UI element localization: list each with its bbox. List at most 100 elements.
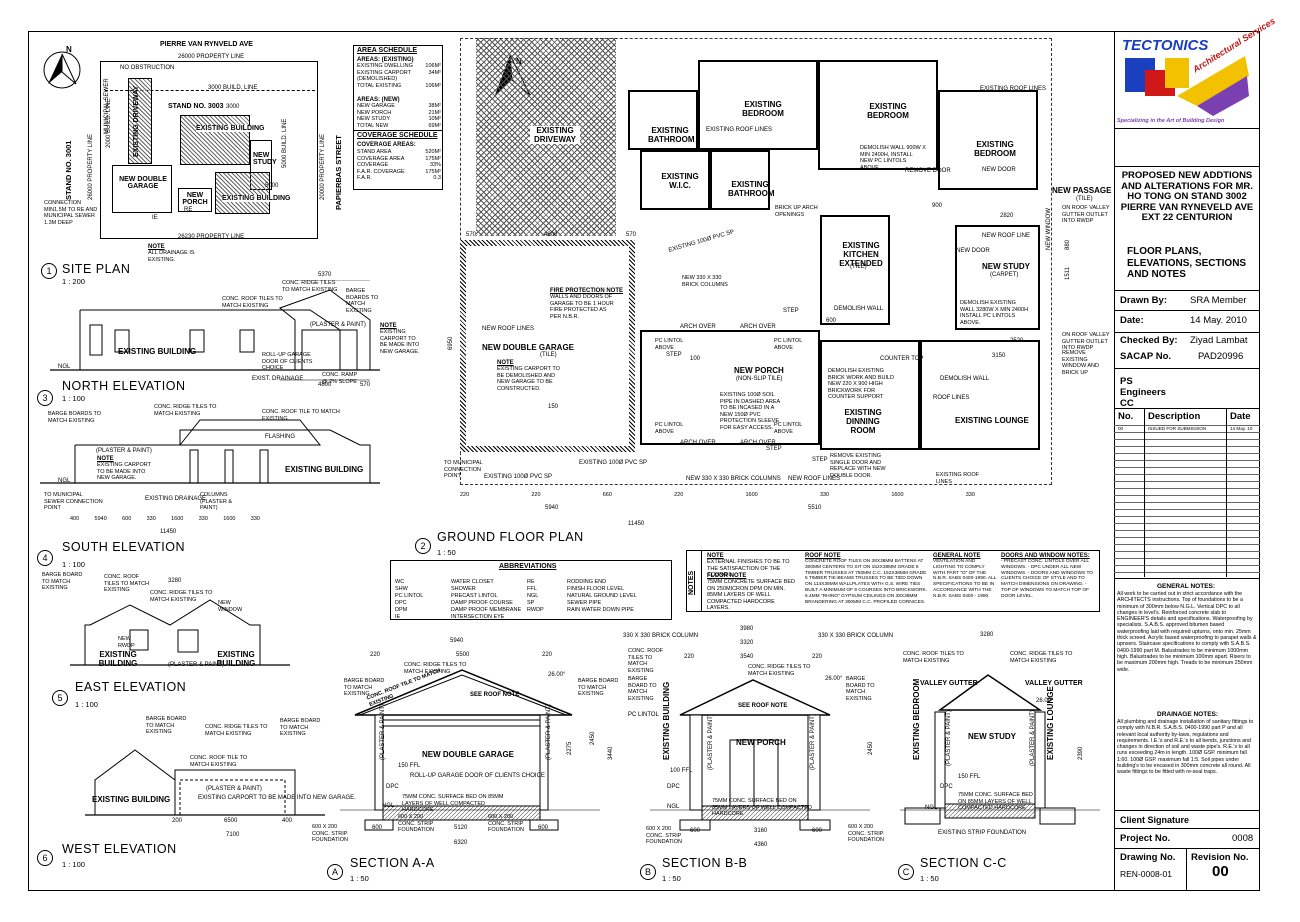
area-existing-row: EXISTING CARPORT (DEMOLISHED)34M² (357, 70, 441, 83)
area-new-value: 10M² (428, 116, 441, 122)
dim-3000: 3000 (226, 104, 240, 110)
area-existing-value: 106M² (425, 82, 441, 89)
site-new-garage (112, 165, 172, 213)
abbr-value: RAIN WATER DOWN PIPE (567, 607, 634, 613)
section-c-title: SECTION C-C (920, 856, 1007, 870)
area-new-value: 69M² (428, 122, 441, 129)
dim-5000: 5000 (265, 183, 279, 189)
dimension: 400 (70, 516, 80, 522)
dimension: 660 (602, 492, 612, 498)
room-existing-bedroom-3 (938, 90, 1038, 190)
area-new-name: TOTAL NEW (357, 122, 389, 129)
rev-cell: ISSUED FOR SUBMISSION (1148, 426, 1207, 431)
dimension: 330 (819, 492, 830, 498)
north-elevation-title: NORTH ELEVATION (62, 379, 186, 393)
area-existing-name: EXISTING DWELLING (357, 63, 413, 69)
sheet-border (28, 31, 1260, 891)
drawing-number: REN-0008-01 (1120, 869, 1172, 879)
area-new-row: TOTAL NEW 69M² (357, 123, 441, 130)
project-number: 0008 (1232, 833, 1254, 844)
room-existing-bedroom-1 (698, 60, 818, 150)
coverage-name: F.A.R. COVERAGE (357, 168, 405, 175)
coverage-value: 0.3 (433, 175, 441, 181)
dimension: 600 (122, 516, 132, 522)
dimension: 330 (146, 516, 156, 522)
abbr-value: SHOWER (451, 586, 476, 592)
area-existing-value: 34M² (428, 69, 441, 76)
north-arrow-icon: N (43, 45, 81, 89)
abbr-key: SHW (395, 586, 408, 592)
coverage-row: F.A.R.0.3 (357, 175, 441, 182)
drawing-date: 14 May. 2010 (1190, 315, 1247, 326)
abbr-value: WATER CLOSET (451, 579, 494, 585)
abbr-key: IE (395, 614, 401, 620)
abbr-value: SEWER PIPE (567, 600, 602, 606)
site-new-porch (178, 188, 212, 212)
south-elevation-title: SOUTH ELEVATION (62, 540, 186, 554)
dimension: 220 (531, 492, 541, 498)
sewer-connection: CONNECTION MIN1.5M TO RE AND MUNICIPAL S… (44, 200, 98, 226)
section-a-title: SECTION A-A (350, 856, 435, 870)
rev-header: Description (1148, 411, 1201, 422)
coverage-value: 175M² (425, 168, 441, 175)
west-elevation-title: WEST ELEVATION (62, 842, 177, 856)
revision-number: 00 (1212, 863, 1229, 880)
coverage-name: STAND AREA (357, 149, 392, 155)
street-top: PIERRE VAN RYNVELD AVE (160, 41, 253, 48)
site-plan-title: SITE PLAN (62, 262, 131, 276)
drawn-by: SRA Member (1190, 295, 1247, 306)
area-schedule: AREA SCHEDULE AREAS: (EXISTING) EXISTING… (353, 45, 443, 190)
area-existing-value: 106M² (425, 63, 441, 69)
site-existing-building-2 (215, 172, 270, 214)
coverage-name: COVERAGE (357, 162, 389, 168)
dimension: 1600 (171, 516, 184, 522)
abbr-key: RWDP (527, 607, 544, 613)
east-elevation-drawing (70, 599, 290, 666)
prop-line-top: 26000 PROPERTY LINE (178, 54, 245, 60)
site-existing-building-1 (180, 115, 250, 165)
project-title: PROPOSED NEW ADDTIONS AND ALTERATIONS FO… (1120, 170, 1254, 223)
site-plan-number: 1 (41, 263, 57, 279)
room-existing-bathroom-2 (710, 150, 770, 210)
area-new-name: NEW PORCH (357, 109, 392, 116)
svg-text:N: N (66, 45, 72, 54)
no-obstruction: NO OBSTRUCTION (120, 65, 175, 71)
abbr-value: INTERSECTION EYE (451, 614, 505, 620)
abbr-key: DPC (395, 600, 407, 606)
abbr-value: NATURAL GROUND LEVEL (567, 593, 637, 599)
rev-cell: 00 (1118, 426, 1124, 431)
tectonics-logo-icon (1125, 56, 1249, 116)
sacap-number: PAD20996 (1198, 351, 1244, 362)
west-elevation-drawing (85, 749, 325, 816)
abbr-value: PRECAST LINTOL (451, 593, 498, 599)
abbr-value: FINISH FLOOR LEVEL (567, 586, 625, 592)
area-new-value: 21M² (428, 109, 441, 116)
area-existing-name: TOTAL EXISTING (357, 82, 402, 89)
coverage-row: COVERAGE 33% (357, 162, 441, 169)
abbr-key: DPM (395, 607, 408, 613)
section-b-drawing (650, 679, 870, 831)
coverage-value: 33% (429, 162, 441, 168)
abbr-key: NGL (527, 593, 539, 599)
room-existing-bedroom-2 (818, 60, 938, 170)
section-b-title: SECTION B-B (662, 856, 748, 870)
abbr-value: DAMP PROOF COURSE (451, 600, 513, 606)
dimension: 5940 (94, 516, 107, 522)
property-boundary (100, 61, 318, 239)
logo-text: TECTONICS (1122, 37, 1209, 54)
checked-by: Ziyad Lambat (1190, 335, 1248, 346)
area-new-value: 38M² (428, 103, 441, 109)
rev-header: No. (1118, 411, 1134, 422)
dimension: 1600 (891, 492, 904, 498)
abbr-value: DAMP PROOF MEMBRANE (451, 607, 522, 613)
